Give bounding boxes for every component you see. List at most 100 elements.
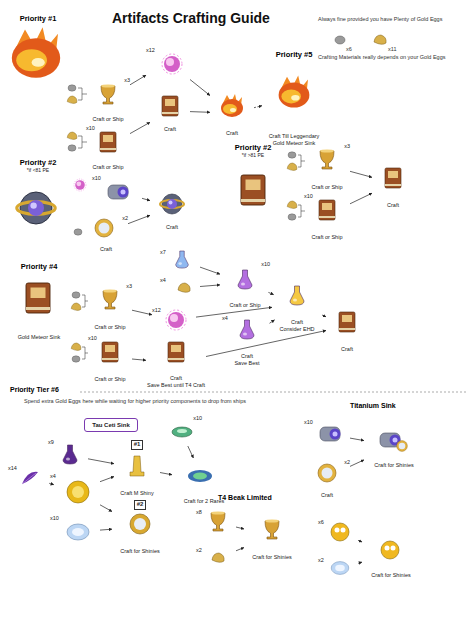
icon-part bbox=[374, 35, 386, 44]
section-heading: Priority #2 bbox=[235, 143, 272, 152]
icon-part bbox=[26, 283, 50, 313]
icon-part bbox=[95, 219, 113, 237]
icon-part bbox=[279, 75, 310, 107]
artifact-node: x9 bbox=[48, 436, 88, 474]
text-stack: Priority #2*if <81 PE bbox=[0, 158, 78, 173]
icon-part bbox=[318, 464, 336, 482]
icon-part bbox=[288, 214, 296, 220]
icon-part bbox=[298, 155, 305, 167]
icon-part bbox=[331, 523, 349, 541]
flow-arrow bbox=[190, 80, 210, 96]
artifact-node: CraftConsider EHD bbox=[272, 276, 322, 332]
step-caption: Craft for Shinies bbox=[371, 572, 410, 579]
quantity-label: x4 bbox=[222, 315, 228, 322]
artifact-node: Priority #2*if >81 PE bbox=[222, 143, 284, 223]
artifact-node: x4 bbox=[160, 274, 200, 302]
text-stack: #2 bbox=[104, 500, 176, 510]
step-caption: Craft or Ship bbox=[230, 302, 261, 309]
text-stack: CraftSave Best until T4 Craft bbox=[138, 375, 214, 388]
icon-part bbox=[241, 175, 265, 205]
artifact-node: Priority #4Gold Meteor Sink bbox=[6, 262, 72, 340]
quantity-label: x6 bbox=[318, 519, 324, 526]
icon-part bbox=[130, 456, 144, 476]
flow-arrow bbox=[130, 75, 146, 85]
artifact-node: x2 bbox=[318, 554, 358, 584]
icon-part bbox=[320, 427, 341, 441]
flow-arrow bbox=[322, 315, 326, 317]
note-label: Crafting Materials really depends on you… bbox=[318, 54, 468, 61]
artifact-node: CraftSave Best until T4 Craft bbox=[146, 338, 206, 388]
artifact-node: x7 bbox=[160, 246, 200, 274]
quantity-label: x14 bbox=[8, 465, 17, 472]
quantity-label: x10 bbox=[304, 419, 313, 426]
text-stack: Craft or Ship bbox=[296, 184, 358, 191]
icon-part bbox=[101, 84, 115, 104]
icon-part bbox=[72, 292, 80, 298]
quantity-label: x10 bbox=[193, 415, 202, 422]
icon-part bbox=[12, 27, 60, 78]
artifact-node: Craft for Shinies bbox=[362, 530, 420, 578]
step-caption: Craft bbox=[100, 246, 112, 253]
text-stack: Craft or Ship bbox=[296, 234, 358, 241]
quantity-label: x2 bbox=[318, 557, 324, 564]
text-stack: CraftConsider EHD bbox=[264, 319, 330, 332]
quantity-label: x2 bbox=[196, 547, 202, 554]
quantity-label: x9 bbox=[48, 439, 54, 446]
icon-part bbox=[17, 192, 55, 224]
icon-part bbox=[288, 152, 296, 158]
quantity-label: x3 bbox=[126, 283, 132, 290]
flow-arrow bbox=[358, 540, 362, 542]
icon-part bbox=[339, 312, 355, 332]
rank-badge: #1 bbox=[131, 440, 144, 450]
artifact-node: Craftx2 bbox=[84, 212, 128, 252]
icon-part bbox=[63, 445, 77, 464]
icon-part bbox=[130, 514, 150, 534]
flow-arrow bbox=[350, 460, 364, 467]
step-caption: Craft bbox=[291, 319, 303, 326]
icon-part bbox=[82, 347, 88, 359]
quantity-label: x3 bbox=[344, 143, 350, 150]
icon-part bbox=[381, 541, 399, 559]
step-caption: Consider EHD bbox=[279, 326, 314, 333]
artifact-node: x4 bbox=[50, 470, 100, 512]
artifact-node: Craftx2 bbox=[304, 456, 350, 498]
section-heading: Priority #1 bbox=[20, 14, 57, 23]
step-caption: Craft for Shinies bbox=[120, 548, 159, 555]
icon-part bbox=[82, 295, 88, 307]
text-stack: Craft M Shiny bbox=[106, 490, 168, 497]
quantity-label: x10 bbox=[261, 261, 270, 268]
icon-part bbox=[74, 229, 82, 235]
artifact-node: Craft bbox=[150, 184, 194, 230]
flow-arrow bbox=[100, 505, 112, 512]
section-heading: Titanium Sink bbox=[350, 402, 430, 411]
section-heading: Priority #5 bbox=[276, 50, 313, 59]
text-stack: Craft or Ship bbox=[212, 302, 278, 309]
icon-part bbox=[67, 481, 89, 503]
artifact-node: Craft or Shipx3 bbox=[88, 280, 132, 330]
text-stack: Craft or Ship bbox=[80, 376, 140, 383]
icon-part bbox=[78, 136, 87, 148]
icon-part bbox=[68, 145, 76, 151]
icon-part bbox=[108, 185, 129, 199]
step-caption: Craft bbox=[321, 492, 333, 499]
text-stack: #1 bbox=[106, 440, 168, 450]
text-stack: Craft or Ship bbox=[80, 324, 140, 331]
text-stack: Craft bbox=[202, 130, 262, 137]
artifact-node: Craft bbox=[210, 90, 254, 136]
icon-part bbox=[265, 519, 279, 539]
icon-part bbox=[212, 553, 224, 562]
text-stack: Craft bbox=[142, 224, 202, 231]
flow-arrow bbox=[100, 529, 112, 531]
text-stack: Craft bbox=[364, 202, 422, 209]
flow-arrow bbox=[88, 459, 114, 464]
step-caption: Craft bbox=[226, 130, 238, 137]
section-divider bbox=[80, 392, 468, 393]
section-heading: Priority #4 bbox=[21, 262, 58, 271]
step-caption: Gold Meteor Sink bbox=[273, 140, 316, 147]
flow-arrow bbox=[196, 307, 272, 317]
flow-arrow bbox=[236, 548, 244, 551]
diagram-title: Artifacts Crafting Guide bbox=[112, 10, 270, 26]
flow-arrow bbox=[128, 215, 150, 223]
flow-arrow bbox=[254, 106, 262, 108]
